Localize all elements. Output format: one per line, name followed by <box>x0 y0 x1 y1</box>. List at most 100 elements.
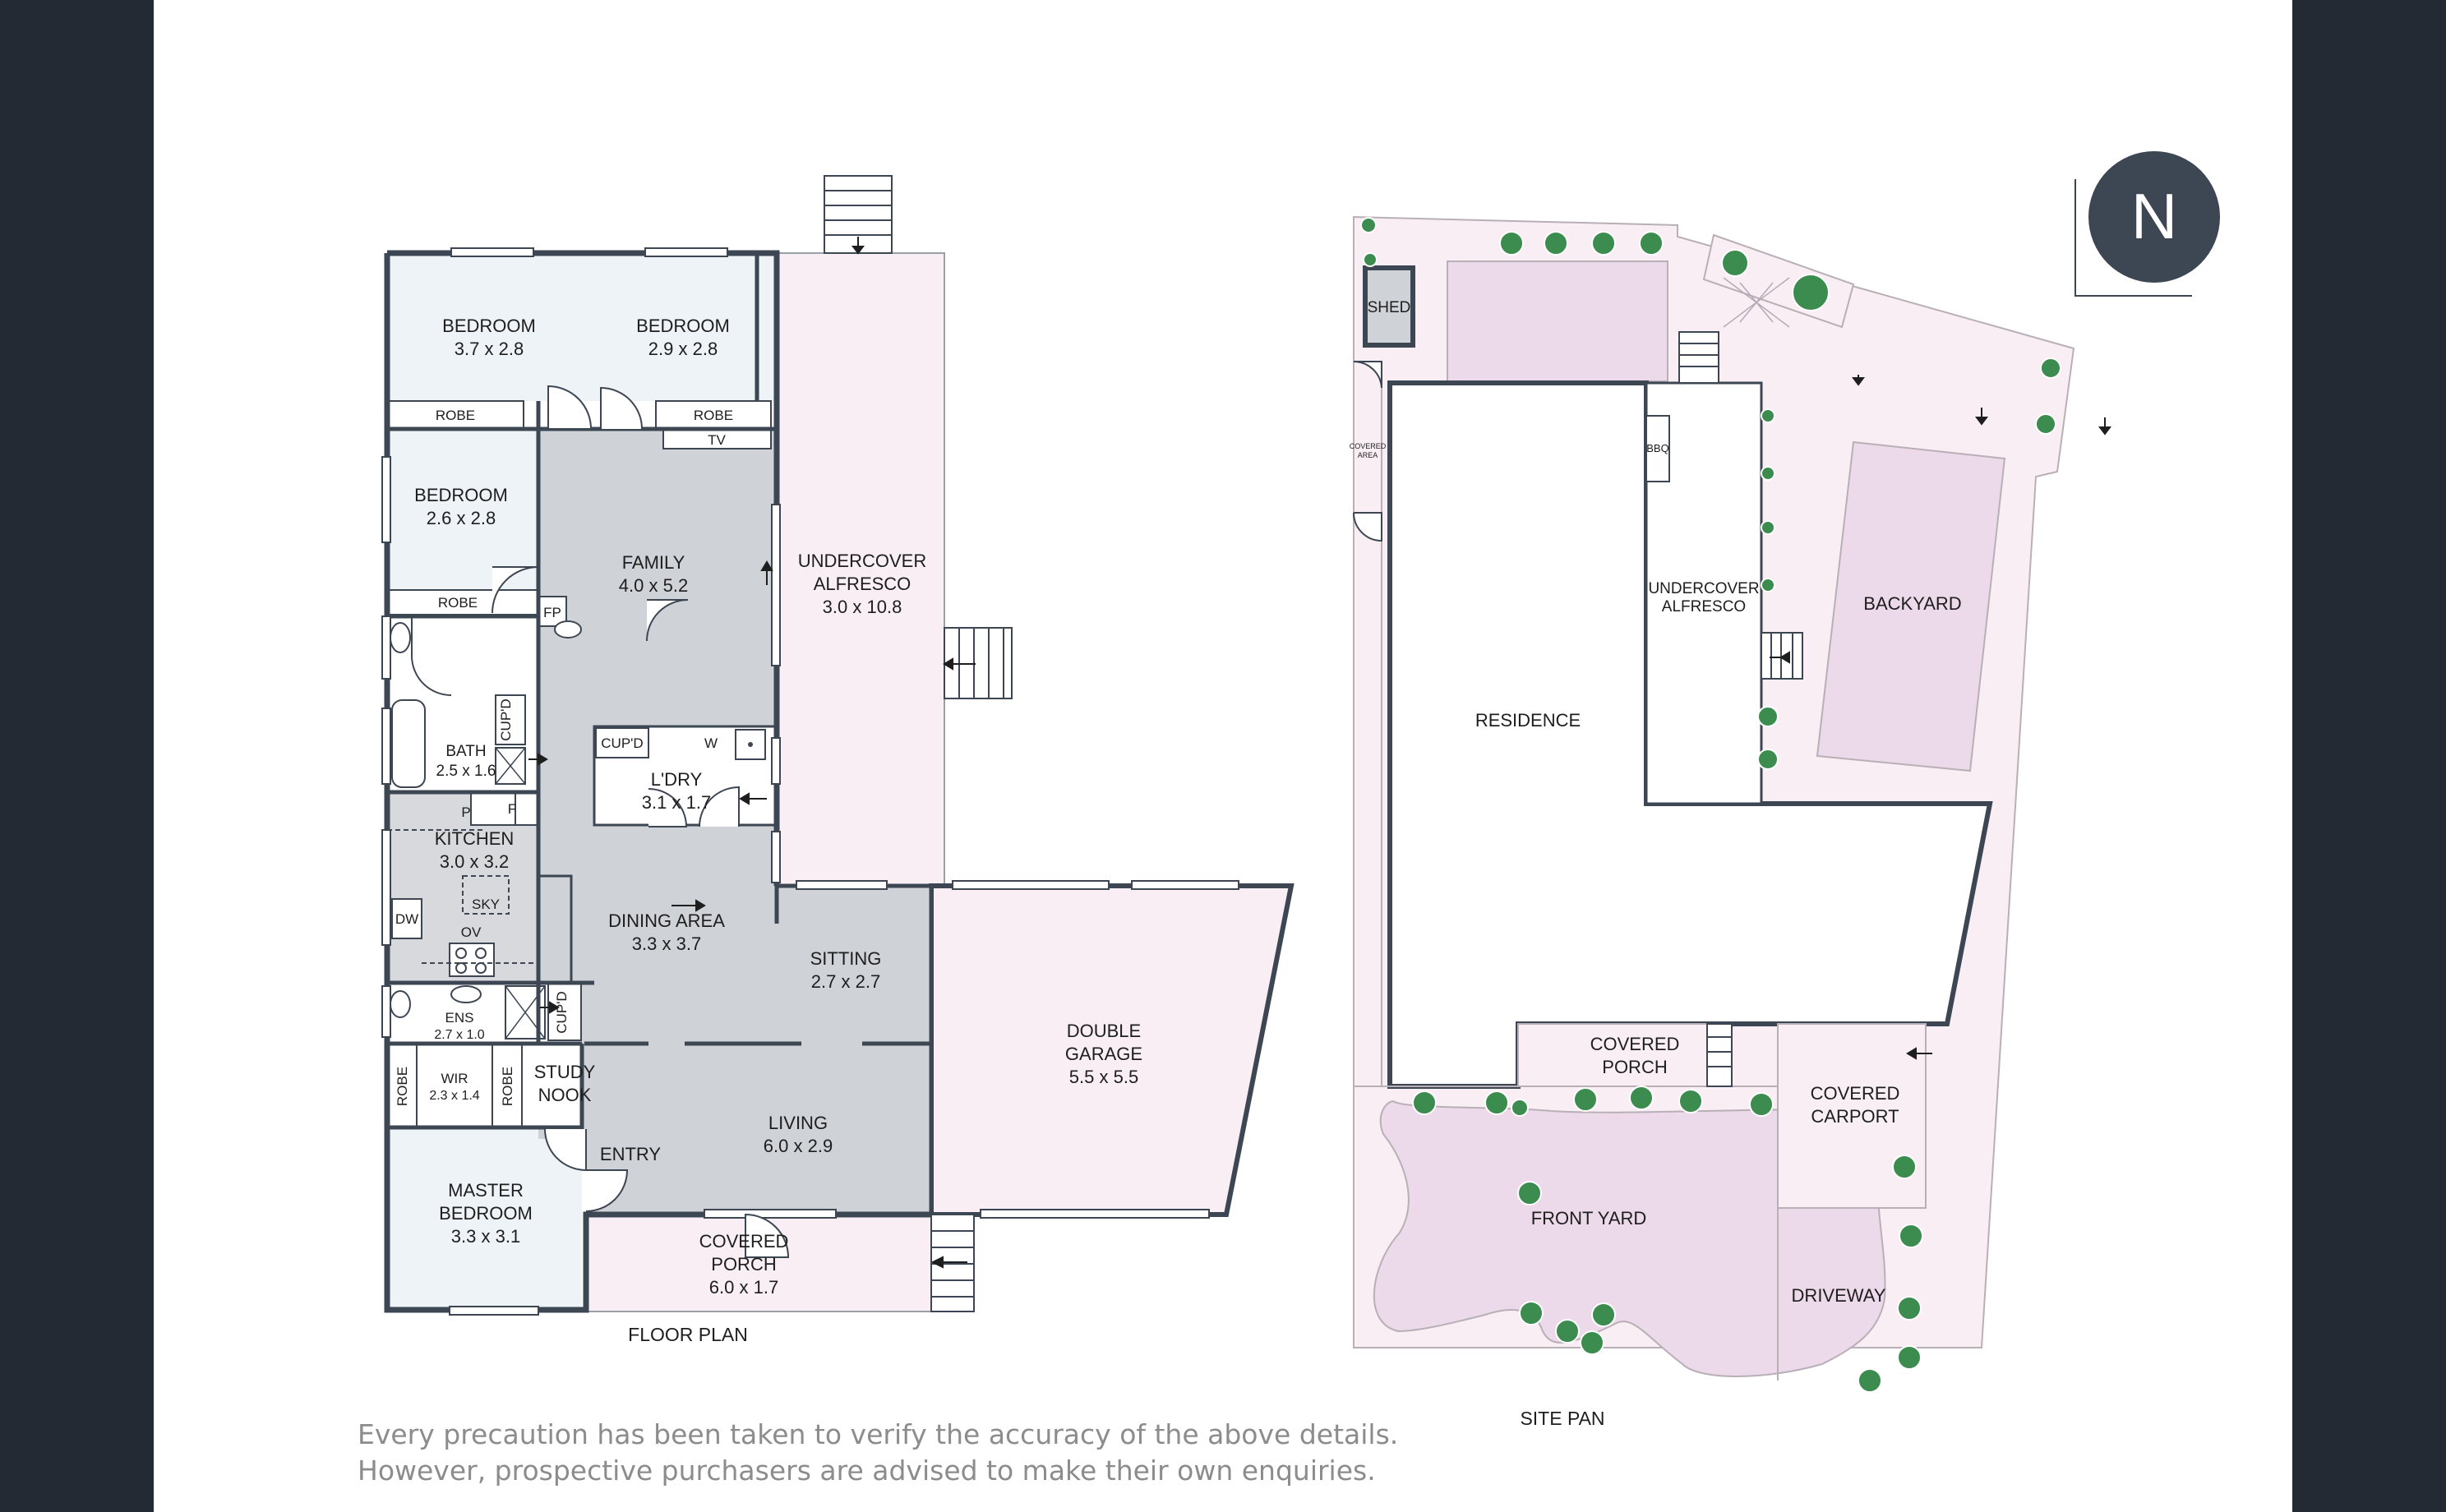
tree-icon <box>1721 249 1749 277</box>
porch-name2: PORCH <box>711 1254 776 1275</box>
bath-name: BATH <box>445 743 486 760</box>
tree-icon <box>1761 408 1775 423</box>
master-size: 3.3 x 3.1 <box>451 1226 520 1247</box>
backyard-area <box>1816 440 2006 772</box>
tree-icon <box>1761 520 1775 535</box>
compass-icon <box>2088 151 2220 283</box>
tree-icon <box>1591 1302 1616 1327</box>
shed-label: SHED <box>1368 299 1411 316</box>
sitting-size: 2.7 x 2.7 <box>811 971 880 992</box>
master-name2: BEDROOM <box>439 1203 533 1224</box>
tree-icon <box>1363 252 1378 267</box>
rear-patio <box>1447 260 1668 382</box>
tree-icon <box>2035 413 2056 435</box>
floor-and-site-plan: BEDROOM 3.7 x 2.8 BEDROOM 2.9 x 2.8 BEDR… <box>381 151 2220 1429</box>
bbq-label: BBQ <box>1646 442 1668 454</box>
carport-label1: COVERED <box>1811 1083 1900 1104</box>
robe-label-5: ROBE <box>500 1067 515 1106</box>
tree-icon <box>1499 231 1524 256</box>
tree-icon <box>1678 1089 1703 1113</box>
disclaimer-line2: However, prospective purchasers are advi… <box>358 1454 1376 1487</box>
master-name1: MASTER <box>448 1180 524 1201</box>
dining-name: DINING AREA <box>608 910 725 931</box>
bedroom1-name: BEDROOM <box>442 316 536 336</box>
wir-area <box>387 1044 582 1127</box>
robe-wir-left <box>386 1043 418 1128</box>
garage-name2: GARAGE <box>1065 1044 1142 1064</box>
kitchen-name: KITCHEN <box>435 828 515 849</box>
site-porch-label2: PORCH <box>1602 1057 1667 1077</box>
residence-label: RESIDENCE <box>1475 710 1581 731</box>
master-area <box>387 1127 582 1310</box>
tree-icon <box>1517 1181 1542 1205</box>
fireplace <box>538 596 567 627</box>
alfresco-name2: ALFRESCO <box>814 574 911 594</box>
site-porch-label1: COVERED <box>1590 1034 1680 1054</box>
shed-box <box>1363 265 1415 348</box>
floor-plan-caption: FLOOR PLAN <box>628 1324 748 1345</box>
floor-plan: BEDROOM 3.7 x 2.8 BEDROOM 2.9 x 2.8 BEDR… <box>381 175 1295 1345</box>
cupboard-laundry <box>595 727 649 758</box>
bathtub <box>391 699 426 788</box>
tree-icon <box>1591 231 1616 256</box>
bedroom3-size: 2.6 x 2.8 <box>427 508 496 528</box>
patio-stairs <box>1723 277 1790 328</box>
porch-name1: COVERED <box>699 1231 789 1252</box>
tree-icon <box>1761 578 1775 592</box>
fixture-labels: ROBE ROBE TV ROBE FP CUP'D CUP'D W P F S… <box>395 408 733 1106</box>
covered-area-label1: COVERED <box>1350 442 1387 450</box>
backyard-label: BACKYARD <box>1863 593 1961 614</box>
tree-icon <box>1412 1090 1437 1115</box>
tree-icon <box>1897 1296 1922 1321</box>
study-name2: NOOK <box>538 1085 592 1105</box>
tree-icon <box>1360 217 1377 233</box>
tree-icon <box>2040 357 2061 379</box>
tree-icon <box>1580 1330 1604 1355</box>
tree-icon <box>1899 1224 1923 1248</box>
bbq <box>1645 415 1670 482</box>
tree-icon <box>1544 231 1568 256</box>
bedroom3-area <box>387 429 538 590</box>
family-size: 4.0 x 5.2 <box>619 575 688 596</box>
bedroom2-size: 2.9 x 2.8 <box>648 339 718 359</box>
tv-label: TV <box>708 432 726 448</box>
p-label: P <box>461 804 470 820</box>
wir-size: 2.3 x 1.4 <box>429 1089 479 1103</box>
bedroom2-area <box>605 253 777 401</box>
tree-icon <box>1757 706 1779 727</box>
compass-letter: N <box>2131 180 2177 252</box>
tree-icon <box>1757 749 1779 770</box>
tree-icon <box>1484 1090 1509 1115</box>
site-alfresco-label2: ALFRESCO <box>1662 598 1746 615</box>
tree-icon <box>1897 1345 1922 1370</box>
tree-icon <box>1639 231 1664 256</box>
tree-icon <box>1858 1368 1882 1393</box>
robe-label-2: ROBE <box>694 408 733 423</box>
floor-room-labels: BEDROOM 3.7 x 2.8 BEDROOM 2.9 x 2.8 BEDR… <box>414 316 1142 1298</box>
north-compass: N <box>2074 151 2220 297</box>
wir-name: WIR <box>441 1071 468 1086</box>
cupd-label-bath: CUP'D <box>498 698 514 740</box>
bedroom2-name: BEDROOM <box>636 316 730 336</box>
tree-icon <box>1573 1087 1598 1112</box>
porch-size: 6.0 x 1.7 <box>709 1277 778 1298</box>
ov-label: OV <box>461 924 482 940</box>
site-alfresco-label1: UNDERCOVER <box>1648 580 1759 597</box>
tree-icon <box>1749 1092 1774 1117</box>
alfresco-name1: UNDERCOVER <box>798 551 926 571</box>
bedroom1-area <box>387 253 605 401</box>
tree-icon <box>1511 1099 1529 1117</box>
laundry-name: L'DRY <box>651 769 703 790</box>
disclaimer-line1: Every precaution has been taken to verif… <box>358 1418 1399 1450</box>
bedroom3-name: BEDROOM <box>414 485 508 505</box>
tree-icon <box>1892 1155 1917 1179</box>
cupd-label-ens: CUP'D <box>554 991 570 1033</box>
robe-label-3: ROBE <box>438 595 478 611</box>
w-label: W <box>704 735 718 751</box>
entry-name: ENTRY <box>600 1144 661 1164</box>
alfresco-area <box>776 252 945 887</box>
f-label: F <box>508 801 516 817</box>
tree-icon <box>1519 1301 1544 1325</box>
plan-sheet: BEDROOM 3.7 x 2.8 BEDROOM 2.9 x 2.8 BEDR… <box>154 0 2292 1512</box>
robe-label-1: ROBE <box>436 408 475 423</box>
